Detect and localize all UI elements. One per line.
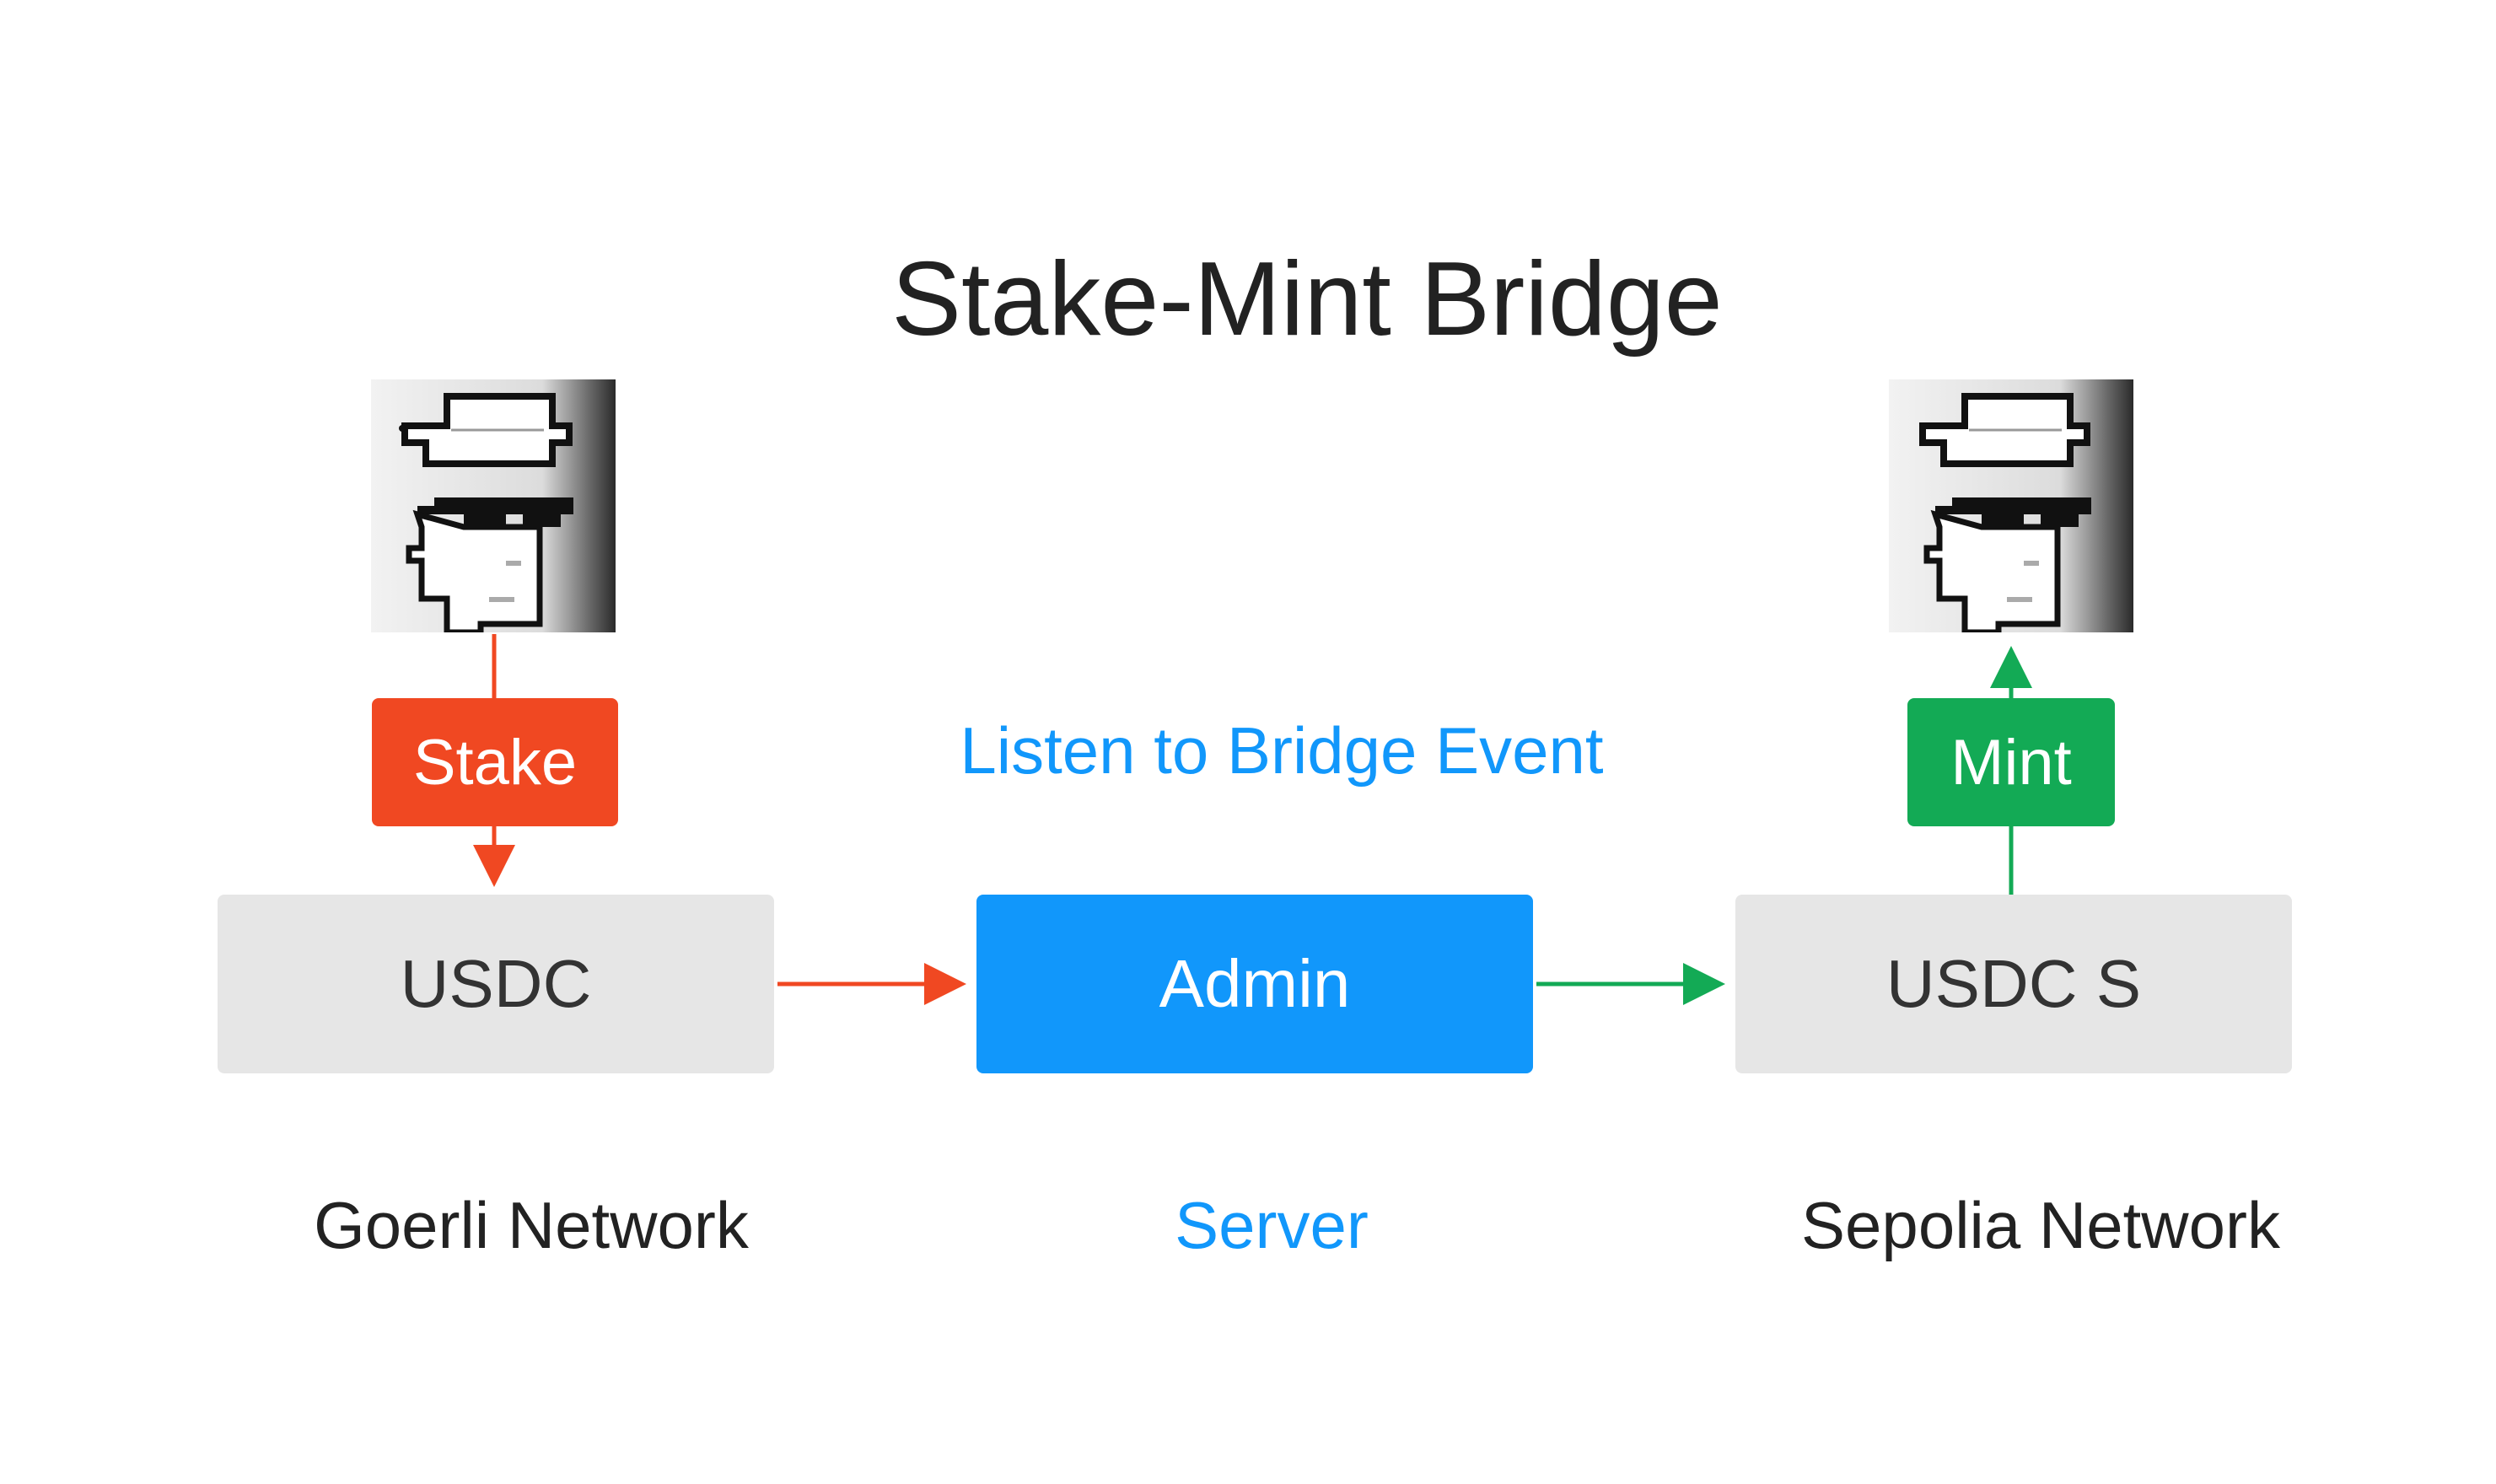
server-label: Server (1175, 1187, 1369, 1262)
mint-action-box: Mint (1907, 698, 2115, 826)
admin-node: Admin (976, 895, 1533, 1073)
left-avatar-icon (371, 379, 616, 636)
sepolia-network-label: Sepolia Network (1801, 1187, 2280, 1262)
stake-action-box: Stake (372, 698, 618, 826)
diagram-title: Stake-Mint Bridge (891, 241, 1723, 358)
usdc-node: USDC (218, 895, 774, 1073)
usdc-s-node: USDC S (1735, 895, 2292, 1073)
right-avatar-icon (1889, 379, 2133, 636)
listen-event-label: Listen to Bridge Event (960, 712, 1604, 788)
goerli-network-label: Goerli Network (314, 1187, 749, 1262)
